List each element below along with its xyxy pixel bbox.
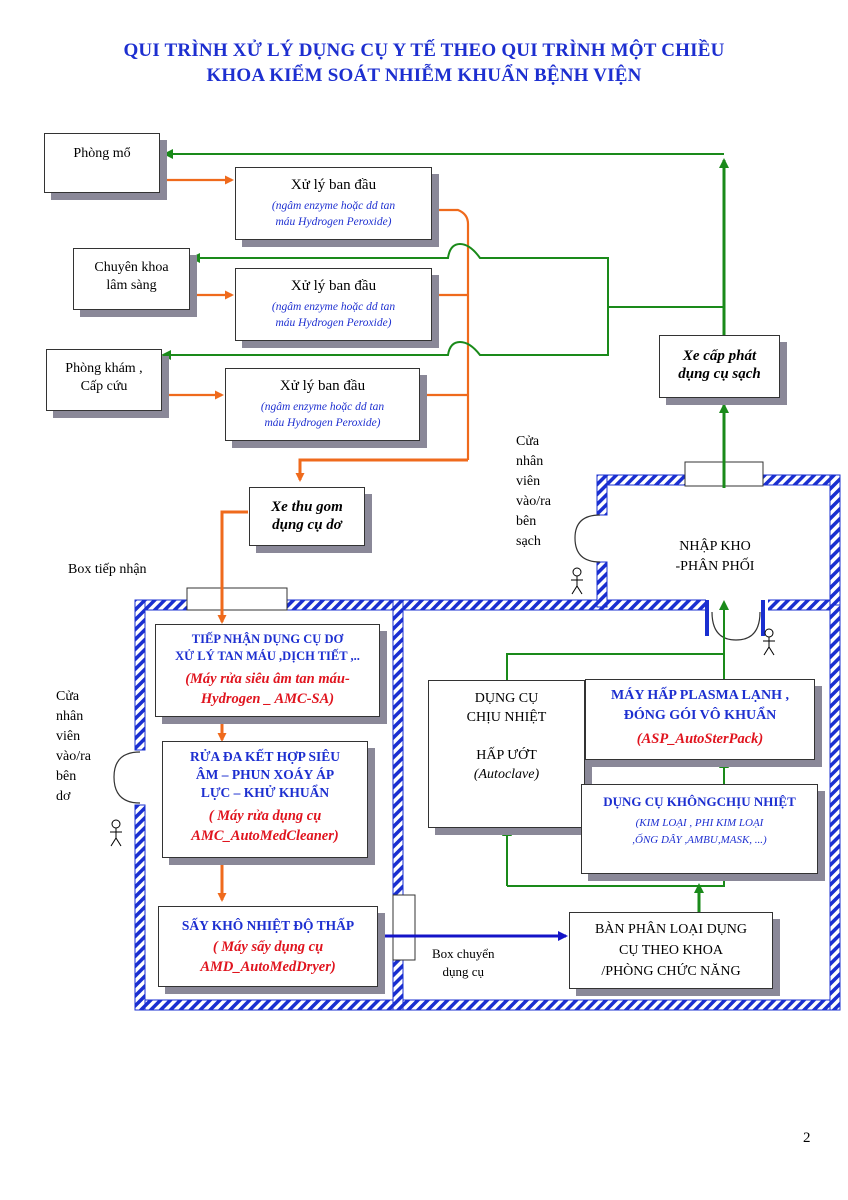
warehouse-label: NHẬP KHO -PHÂN PHỐI — [640, 537, 790, 577]
initial-processing-2: Xử lý ban đầu (ngâm enzyme hoặc dd tan m… — [235, 268, 432, 341]
plasma-title-line2: ĐÓNG GÓI VÔ KHUẨN — [623, 708, 777, 723]
initial-processing-3-note-line1: (ngâm enzyme hoặc dd tan — [260, 401, 385, 413]
clean-door-label-line6: sạch — [516, 534, 541, 549]
washing-machine-line2: AMC_AutoMedCleaner) — [191, 828, 339, 844]
clean-cart-line1: Xe cấp phát — [682, 348, 757, 364]
washing-machine-line1: ( Máy rửa dụng cụ — [208, 808, 322, 824]
plasma-sterilizer: MÁY HẤP PLASMA LẠNH , ĐÓNG GÓI VÔ KHUẨN … — [585, 679, 815, 760]
department-chuyen-khoa-line1: Chuyên khoa — [94, 260, 169, 275]
transfer-box — [392, 894, 416, 961]
heat-resistant-spacer — [429, 727, 584, 746]
initial-processing-1-note-line2: máu Hydrogen Peroxide) — [275, 216, 392, 228]
drying-machine-line2: AMD_AutoMedDryer) — [200, 959, 336, 975]
department-phong-kham-line2: Cấp cứu — [80, 379, 128, 394]
drying-machine-line1: ( Máy sấy dụng cụ — [212, 939, 324, 955]
dirty-door-label-line1: Cửa — [56, 689, 80, 704]
transfer-box-label: Box chuyển dụng cụ — [432, 945, 494, 981]
page-title-line1: QUI TRÌNH XỬ LÝ DỤNG CỤ Y TẾ THEO QUI TR… — [123, 40, 725, 61]
drying-title: SẤY KHÔ NHIỆT ĐỘ THẤP — [181, 918, 355, 933]
initial-processing-2-title: Xử lý ban đầu — [290, 278, 377, 294]
heat-resistant-autoclave: DỤNG CỤ CHỊU NHIỆT HẤP ƯỚT (Autoclave) — [428, 680, 585, 828]
clean-door-label-line1: Cửa — [516, 434, 540, 449]
page-number: 2 — [803, 1130, 811, 1146]
dirty-door-label-line2: nhân — [56, 709, 84, 724]
non-heat-note-line1: (KIM LOẠI , PHI KIM LOẠI — [635, 817, 764, 829]
clean-door-label: Cửa nhân viên vào/ra bên sạch — [516, 432, 551, 552]
clean-cart: Xe cấp phát dụng cụ sạch — [659, 335, 780, 398]
department-chuyen-khoa-line2: lâm sàng — [106, 278, 157, 293]
non-heat-title: DỤNG CỤ KHÔNGCHỊU NHIỆT — [603, 794, 796, 809]
department-phong-mo: Phòng mổ — [44, 133, 160, 193]
reception-title-line1: TIẾP NHẬN DỤNG CỤ DƠ — [191, 632, 344, 646]
clean-door-label-line5: bên — [516, 514, 537, 529]
warehouse-label-line2: -PHÂN PHỐI — [675, 559, 755, 574]
reception-station: TIẾP NHẬN DỤNG CỤ DƠ XỬ LÝ TAN MÁU ,DỊCH… — [155, 624, 380, 717]
plasma-machine: (ASP_AutoSterPack) — [636, 731, 764, 747]
sorting-line1: BÀN PHÂN LOẠI DỤNG — [594, 922, 748, 937]
initial-processing-3-title: Xử lý ban đầu — [279, 378, 366, 394]
initial-processing-3-note-line2: máu Hydrogen Peroxide) — [264, 417, 381, 429]
receiving-box — [186, 587, 288, 611]
washing-station: RỬA ĐA KẾT HỢP SIÊU ÂM – PHUN XOÁY ÁP LỰ… — [162, 741, 368, 858]
initial-processing-3: Xử lý ban đầu (ngâm enzyme hoặc dd tan m… — [225, 368, 420, 441]
dirty-door-label-line5: bên — [56, 769, 77, 784]
dirty-flow-lines — [160, 175, 470, 902]
dirty-door-label-line3: viên — [56, 729, 81, 744]
non-heat-resistant-instruments: DỤNG CỤ KHÔNGCHỊU NHIỆT (KIM LOẠI , PHI … — [581, 784, 818, 874]
clean-flow-lines — [161, 149, 729, 912]
department-chuyen-khoa: Chuyên khoa lâm sàng — [73, 248, 190, 310]
washing-title-line2: ÂM – PHUN XOÁY ÁP — [195, 767, 335, 782]
dirty-cart: Xe thu gom dụng cụ dơ — [249, 487, 365, 546]
plasma-title-line1: MÁY HẤP PLASMA LẠNH , — [611, 688, 789, 703]
doors — [113, 514, 761, 804]
washing-title-line3: LỰC – KHỬ KHUẨN — [200, 785, 330, 800]
heat-resistant-line1: DỤNG CỤ — [474, 691, 539, 706]
heat-resistant-line3: HẤP ƯỚT — [476, 748, 537, 763]
reception-title-line2: XỬ LÝ TAN MÁU ,DỊCH TIẾT ,.. — [175, 649, 360, 663]
sorting-table: BÀN PHÂN LOẠI DỤNG CỤ THEO KHOA /PHÒNG C… — [569, 912, 773, 989]
clean-cart-line2: dụng cụ sạch — [678, 366, 761, 382]
department-phong-mo-label: Phòng mổ — [73, 146, 131, 161]
dirty-cart-line2: dụng cụ dơ — [272, 517, 342, 533]
initial-processing-1: Xử lý ban đầu (ngâm enzyme hoặc dd tan m… — [235, 167, 432, 240]
clean-door-label-line3: viên — [516, 474, 541, 489]
dirty-door-label-line6: dơ — [56, 789, 71, 804]
non-heat-note-line2: ,ỐNG DÂY ,AMBU,MASK, ...) — [632, 834, 767, 846]
reception-machine-line2: Hydrogen _ AMC-SA) — [200, 691, 335, 707]
initial-processing-2-note-line1: (ngâm enzyme hoặc dd tan — [271, 301, 396, 313]
dirty-door-label: Cửa nhân viên vào/ra bên dơ — [56, 687, 91, 807]
department-phong-kham: Phòng khám , Cấp cứu — [46, 349, 162, 411]
warehouse-label-line1: NHẬP KHO — [679, 539, 751, 554]
clean-door-label-line4: vào/ra — [516, 494, 551, 509]
dirty-cart-line1: Xe thu gom — [271, 499, 343, 515]
clean-door-label-line2: nhân — [516, 454, 544, 469]
department-phong-kham-line1: Phòng khám , — [65, 361, 143, 376]
initial-processing-1-title: Xử lý ban đầu — [290, 177, 377, 193]
dirty-door-label-line4: vào/ra — [56, 749, 91, 764]
receiving-box-label: Box tiếp nhận — [68, 562, 147, 577]
initial-processing-2-note-line2: máu Hydrogen Peroxide) — [275, 317, 392, 329]
initial-processing-1-note-line1: (ngâm enzyme hoặc dd tan — [271, 200, 396, 212]
transfer-box-label-line1: Box chuyển — [432, 946, 495, 961]
heat-resistant-line2: CHỊU NHIỆT — [466, 710, 547, 725]
page-title-line2: KHOA KIỂM SOÁT NHIỄM KHUẨN BỆNH VIỆN — [206, 65, 642, 86]
sorting-line3: /PHÒNG CHỨC NĂNG — [601, 964, 741, 979]
transfer-box-label-line2: dụng cụ — [442, 964, 484, 979]
person-icons — [110, 567, 775, 847]
reception-machine-line1: (Máy rửa siêu âm tan máu- — [185, 671, 350, 687]
sorting-line2: CỤ THEO KHOA — [619, 943, 723, 958]
drying-station: SẤY KHÔ NHIỆT ĐỘ THẤP ( Máy sấy dụng cụ … — [158, 906, 378, 987]
washing-title-line1: RỬA ĐA KẾT HỢP SIÊU — [189, 749, 341, 764]
heat-resistant-autoclave-label: (Autoclave) — [473, 767, 540, 782]
